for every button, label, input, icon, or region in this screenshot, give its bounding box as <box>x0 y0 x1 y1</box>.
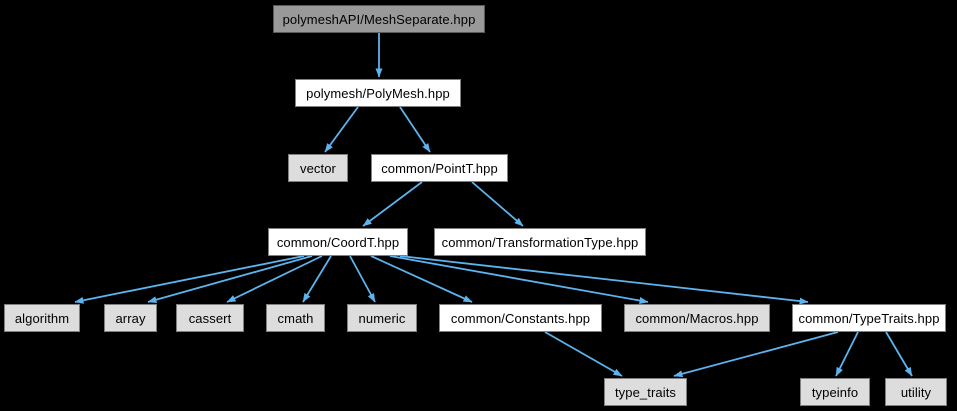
graph-node-label: numeric <box>358 310 406 326</box>
graph-node-transformation[interactable]: common/TransformationType.hpp <box>434 228 646 256</box>
graph-node-label: typeinfo <box>811 384 859 400</box>
graph-node-array[interactable]: array <box>104 304 157 332</box>
graph-node-label: common/TypeTraits.hpp <box>798 310 940 326</box>
graph-edge-coordt-to-cmath <box>302 255 332 303</box>
graph-node-label: cmath <box>277 310 314 326</box>
graph-edge-typetraits-to-typeinfo <box>835 331 859 377</box>
graph-node-label: utility <box>900 384 932 400</box>
graph-node-algorithm[interactable]: algorithm <box>4 304 80 332</box>
graph-node-label: algorithm <box>14 310 70 326</box>
graph-node-cmath[interactable]: cmath <box>266 304 325 332</box>
graph-node-label: cassert <box>188 310 232 326</box>
graph-node-label: polymesh/PolyMesh.hpp <box>306 85 450 101</box>
graph-node-pointt[interactable]: common/PointT.hpp <box>371 154 508 182</box>
graph-node-label: vector <box>299 160 336 176</box>
graph-node-coordt[interactable]: common/CoordT.hpp <box>268 228 408 256</box>
graph-node-label: common/Constants.hpp <box>450 310 591 326</box>
graph-node-numeric[interactable]: numeric <box>347 304 417 332</box>
graph-node-meshseparate[interactable]: polymeshAPI/MeshSeparate.hpp <box>273 5 485 33</box>
graph-edge-polymesh-to-pointt <box>399 106 431 153</box>
graph-node-label: common/PointT.hpp <box>381 160 498 176</box>
graph-edge-coordt-to-macros <box>389 255 649 304</box>
graph-edge-pointt-to-transformation <box>471 181 524 227</box>
graph-edge-coordt-to-cassert <box>226 255 323 303</box>
graph-node-typetraits[interactable]: common/TypeTraits.hpp <box>792 304 946 332</box>
graph-node-label: common/Macros.hpp <box>635 310 759 326</box>
graph-node-constants[interactable]: common/Constants.hpp <box>439 304 602 332</box>
graph-node-vector[interactable]: vector <box>288 154 348 182</box>
graph-edge-coordt-to-array <box>147 255 313 304</box>
graph-edge-typetraits-to-utility <box>885 331 913 377</box>
graph-edge-constants-to-type_traits <box>544 331 623 377</box>
graph-node-label: polymeshAPI/MeshSeparate.hpp <box>282 11 476 27</box>
graph-edge-polymesh-to-vector <box>324 106 359 153</box>
graph-edge-typetraits-to-type_traits <box>673 331 839 378</box>
graph-node-polymesh[interactable]: polymesh/PolyMesh.hpp <box>295 79 461 107</box>
graph-edge-coordt-to-constants <box>370 255 473 303</box>
graph-node-label: array <box>115 310 146 326</box>
graph-edge-pointt-to-coordt <box>362 181 423 227</box>
graph-node-typeinfo[interactable]: typeinfo <box>800 378 870 406</box>
graph-edge-coordt-to-algorithm <box>74 255 305 304</box>
graph-node-utility[interactable]: utility <box>885 378 947 406</box>
graph-node-label: type_traits <box>614 384 677 400</box>
graph-node-label: common/TransformationType.hpp <box>441 234 639 250</box>
graph-node-macros[interactable]: common/Macros.hpp <box>624 304 770 332</box>
graph-node-cassert[interactable]: cassert <box>176 304 244 332</box>
graph-node-label: common/CoordT.hpp <box>276 234 400 250</box>
graph-node-type_traits[interactable]: type_traits <box>604 378 687 406</box>
graph-edge-coordt-to-numeric <box>349 255 376 303</box>
graph-edge-coordt-to-typetraits <box>399 255 809 305</box>
